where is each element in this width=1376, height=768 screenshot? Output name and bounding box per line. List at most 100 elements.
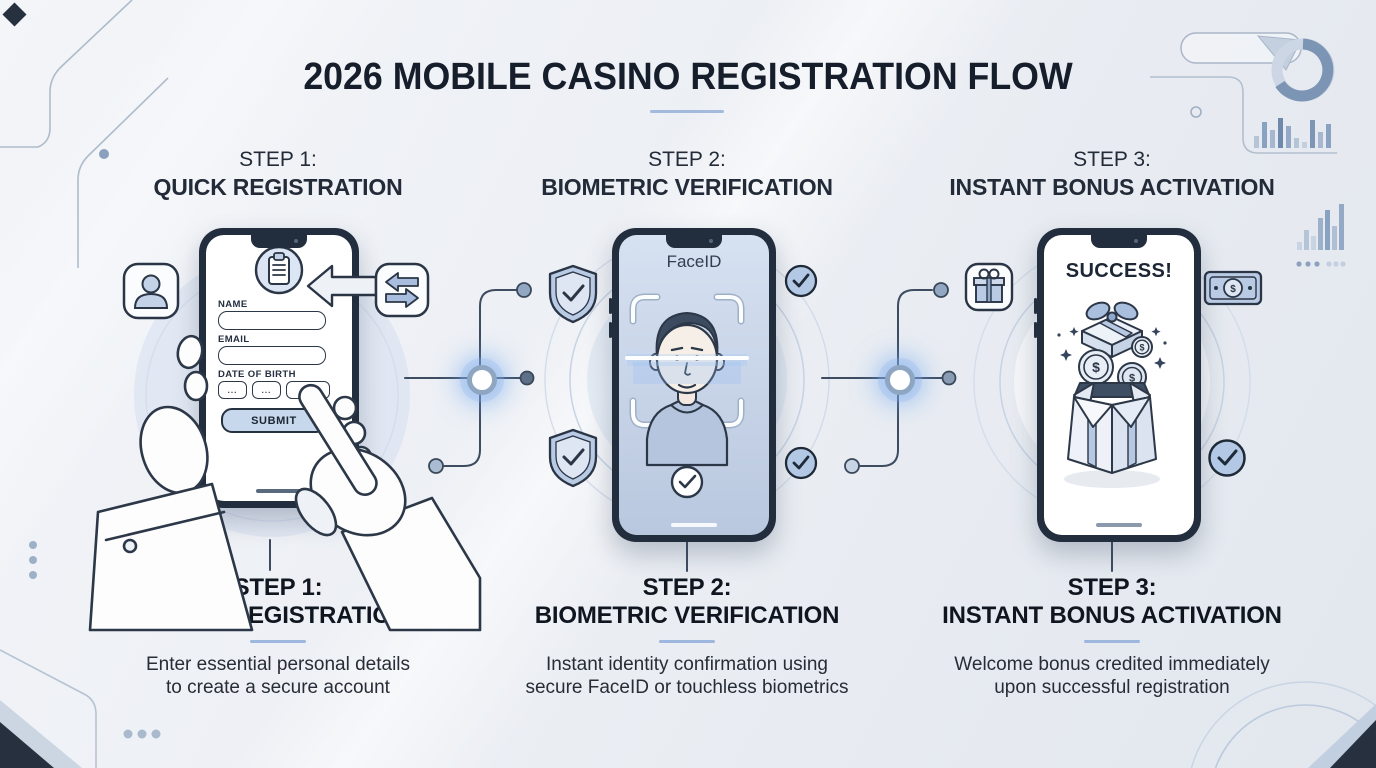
phone-biometric: FaceID — [609, 228, 776, 542]
volume-button — [609, 322, 612, 338]
user-icon — [122, 262, 180, 320]
step1-top-label: STEP 1: QUICK REGISTRATION — [58, 147, 498, 202]
step1-bottom-number: STEP 1: — [233, 574, 323, 601]
divider — [250, 639, 306, 643]
rounded-connector-line — [1150, 76, 1337, 154]
glow-node-1 — [467, 365, 497, 395]
step2-description: Instant identity confirmation using secu… — [525, 653, 849, 698]
connector2-down — [859, 377, 899, 467]
step3-bottom-number: STEP 3: — [1067, 574, 1157, 601]
check-circle-icon — [784, 446, 818, 480]
bonus-screen: SUCCESS! — [1044, 235, 1194, 535]
camera-dot — [1134, 239, 1138, 243]
step2-summary: STEP 2: BIOMETRIC VERIFICATION Instant i… — [457, 574, 917, 699]
mini-bar-chart-1 — [1254, 118, 1331, 148]
home-indicator — [1096, 523, 1142, 527]
dot-accent — [99, 149, 109, 159]
corner-dark-bottom-left — [0, 722, 54, 768]
step2-bottom-name: BIOMETRIC VERIFICATION — [534, 602, 840, 630]
donut-chart-arc — [1275, 38, 1334, 102]
connector2-up — [897, 289, 933, 379]
shield-check-icon — [548, 264, 598, 324]
banknote-dollar-icon: $ — [1203, 270, 1263, 306]
circuit-line-bottom-left — [0, 649, 97, 768]
faceid-title: FaceID — [666, 252, 722, 271]
name-label: NAME — [218, 299, 248, 310]
ring-accent — [1190, 106, 1202, 118]
svg-text:$: $ — [1230, 284, 1236, 295]
phone-notch — [666, 235, 722, 248]
dots-row-top-right — [1296, 261, 1346, 267]
face-illustration — [645, 312, 729, 467]
decorative-charts-top-right — [1150, 32, 1346, 267]
step2-bottom-number: STEP 2: — [642, 574, 732, 601]
coin-small: $ — [1131, 336, 1153, 358]
check-circle-icon — [1208, 439, 1246, 477]
step3-description: Welcome bonus credited immediately upon … — [954, 653, 1270, 698]
phone-notch — [251, 235, 307, 248]
glow-node-2 — [885, 365, 915, 395]
home-indicator — [256, 489, 302, 493]
step1-top-number: STEP 1: — [239, 148, 317, 171]
title-underline — [650, 110, 724, 113]
step1-description: Enter essential personal details to crea… — [145, 653, 411, 698]
volume-button — [609, 298, 612, 314]
divider — [659, 639, 715, 643]
dob-month-input[interactable]: ... — [252, 381, 281, 399]
name-input[interactable] — [218, 311, 326, 330]
step1-top-name: QUICK REGISTRATION — [153, 174, 403, 201]
corner-dark-bottom-right — [1330, 720, 1376, 768]
camera-dot — [709, 239, 713, 243]
home-indicator — [671, 523, 717, 527]
success-title: SUCCESS! — [1065, 260, 1173, 282]
gift-illustration: $ $ $ — [1057, 301, 1167, 488]
clipboard-icon — [253, 244, 305, 296]
scan-frame — [629, 293, 745, 429]
step3-top-number: STEP 3: — [1073, 148, 1151, 171]
hands-illustration — [88, 334, 482, 632]
circuit-lines-top-left — [0, 0, 169, 268]
step2-top-name: BIOMETRIC VERIFICATION — [541, 174, 833, 201]
dots-bottom-left-horizontal — [123, 729, 161, 739]
dots-bottom-left-vertical — [29, 541, 37, 579]
connector1-up — [479, 289, 517, 379]
check-circle-icon — [784, 264, 818, 298]
connector-end-dots — [428, 282, 957, 474]
arc-bottom-right — [1214, 704, 1376, 768]
step3-top-label: STEP 3: INSTANT BONUS ACTIVATION — [892, 147, 1332, 202]
email-label: EMAIL — [218, 334, 250, 345]
ground-shadow — [1064, 470, 1160, 488]
svg-text:$: $ — [1139, 343, 1144, 353]
right-hand — [294, 383, 482, 632]
divider — [1084, 639, 1140, 643]
page-title: 2026 MOBILE CASINO REGISTRATION FLOW — [303, 56, 1073, 98]
gift-lid — [1081, 301, 1143, 358]
faceid-illustration — [625, 293, 749, 499]
mini-bar-chart-2 — [1297, 204, 1344, 250]
phone-notch — [1091, 235, 1147, 248]
gift-icon — [964, 262, 1014, 312]
phone-bonus: SUCCESS! — [1034, 228, 1201, 542]
step2-top-number: STEP 2: — [648, 148, 726, 171]
volume-button — [1034, 322, 1037, 338]
shield-check-icon — [548, 428, 598, 488]
sparkles — [1057, 327, 1167, 369]
dob-day-input[interactable]: ... — [218, 381, 247, 399]
step3-bottom-name: INSTANT BONUS ACTIVATION — [942, 602, 1282, 630]
gift-box — [1067, 382, 1157, 474]
dob-label: DATE OF BIRTH — [218, 369, 296, 380]
step3-top-name: INSTANT BONUS ACTIVATION — [949, 174, 1275, 201]
svg-text:$: $ — [1129, 373, 1135, 385]
step2-top-label: STEP 2: BIOMETRIC VERIFICATION — [467, 147, 907, 202]
left-hand — [88, 334, 254, 632]
coin-large: $ — [1078, 349, 1114, 385]
volume-button — [1034, 298, 1037, 314]
email-input[interactable] — [218, 346, 326, 365]
phone-registration: NAME EMAIL DATE OF BIRTH ... ... SUBMIT — [199, 228, 359, 508]
faceid-screen: FaceID — [619, 235, 769, 535]
camera-dot — [294, 239, 298, 243]
scan-line — [625, 354, 749, 384]
arc-bottom-right-outer — [1190, 681, 1376, 768]
